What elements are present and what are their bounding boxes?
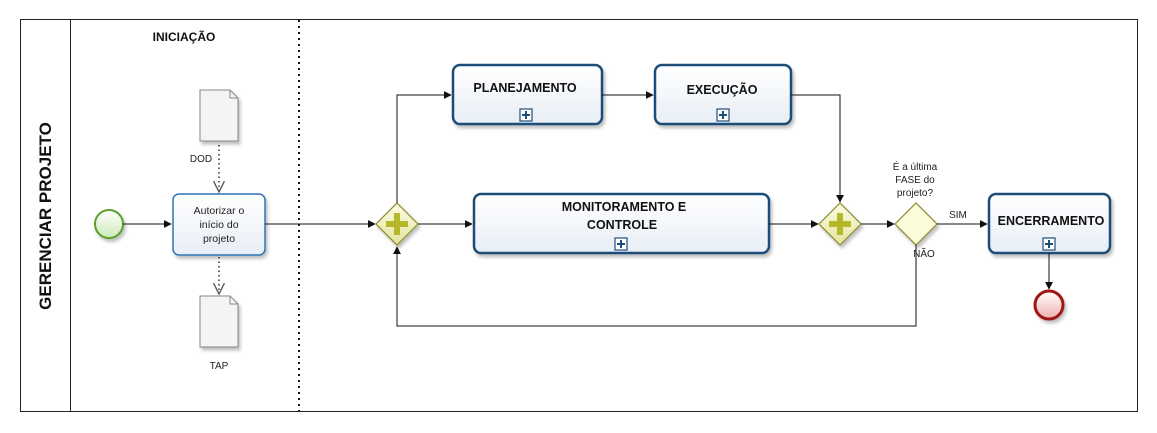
flow-decision-no-loop bbox=[393, 245, 917, 327]
subprocess-monitoring[interactable]: MONITORAMENTO E CONTROLE bbox=[472, 192, 771, 255]
document-icon[interactable] bbox=[199, 89, 239, 142]
plus-icon bbox=[829, 213, 851, 235]
plus-square-icon[interactable] bbox=[519, 108, 533, 122]
task-label-line2: início do bbox=[199, 219, 238, 231]
start-event[interactable] bbox=[94, 209, 124, 239]
decision-question-line1: É a última bbox=[893, 160, 938, 173]
decision-no-label: NÃO bbox=[913, 247, 935, 260]
initiation-header: INICIAÇÃO bbox=[153, 29, 216, 44]
plus-square-icon[interactable] bbox=[1042, 237, 1056, 251]
document-icon[interactable] bbox=[199, 295, 239, 348]
subprocess-monitoring-label-line1: MONITORAMENTO E bbox=[562, 200, 687, 214]
flow-execution-to-join bbox=[791, 94, 844, 203]
subprocess-closing[interactable]: ENCERRAMENTO bbox=[987, 192, 1112, 255]
parallel-gateway-join[interactable] bbox=[818, 202, 862, 246]
end-event[interactable] bbox=[1033, 289, 1065, 321]
decision-yes-label: SIM bbox=[949, 210, 967, 221]
decision-question-line2: FASE do bbox=[895, 175, 935, 186]
subprocess-execution-label: EXECUÇÃO bbox=[687, 82, 758, 97]
task-label-line1: Autorizar o bbox=[194, 205, 245, 217]
parallel-gateway-split[interactable] bbox=[375, 202, 419, 246]
subprocess-execution[interactable]: EXECUÇÃO bbox=[653, 63, 793, 126]
document-tap-label: TAP bbox=[210, 361, 229, 372]
pool-title: GERENCIAR PROJETO bbox=[36, 122, 55, 310]
document-fold bbox=[229, 90, 238, 99]
task-label-line3: projeto bbox=[203, 233, 235, 245]
document-dod[interactable]: DOD bbox=[190, 89, 239, 165]
document-tap[interactable]: TAP bbox=[199, 295, 239, 372]
decision-question-line3: projeto? bbox=[897, 188, 934, 199]
subprocess-monitoring-label-line2: CONTROLE bbox=[587, 218, 657, 232]
task-authorize[interactable]: Autorizar o início do projeto bbox=[172, 193, 266, 256]
document-dod-label: DOD bbox=[190, 154, 212, 165]
document-fold bbox=[229, 296, 238, 305]
plus-square-icon[interactable] bbox=[716, 108, 730, 122]
plus-square-icon[interactable] bbox=[614, 237, 628, 251]
subprocess-planning[interactable]: PLANEJAMENTO bbox=[451, 63, 604, 126]
plus-icon bbox=[386, 213, 408, 235]
flow-gateway-to-planning bbox=[396, 91, 452, 203]
subprocess-closing-label: ENCERRAMENTO bbox=[998, 214, 1105, 228]
subprocess-planning-label: PLANEJAMENTO bbox=[473, 81, 577, 95]
